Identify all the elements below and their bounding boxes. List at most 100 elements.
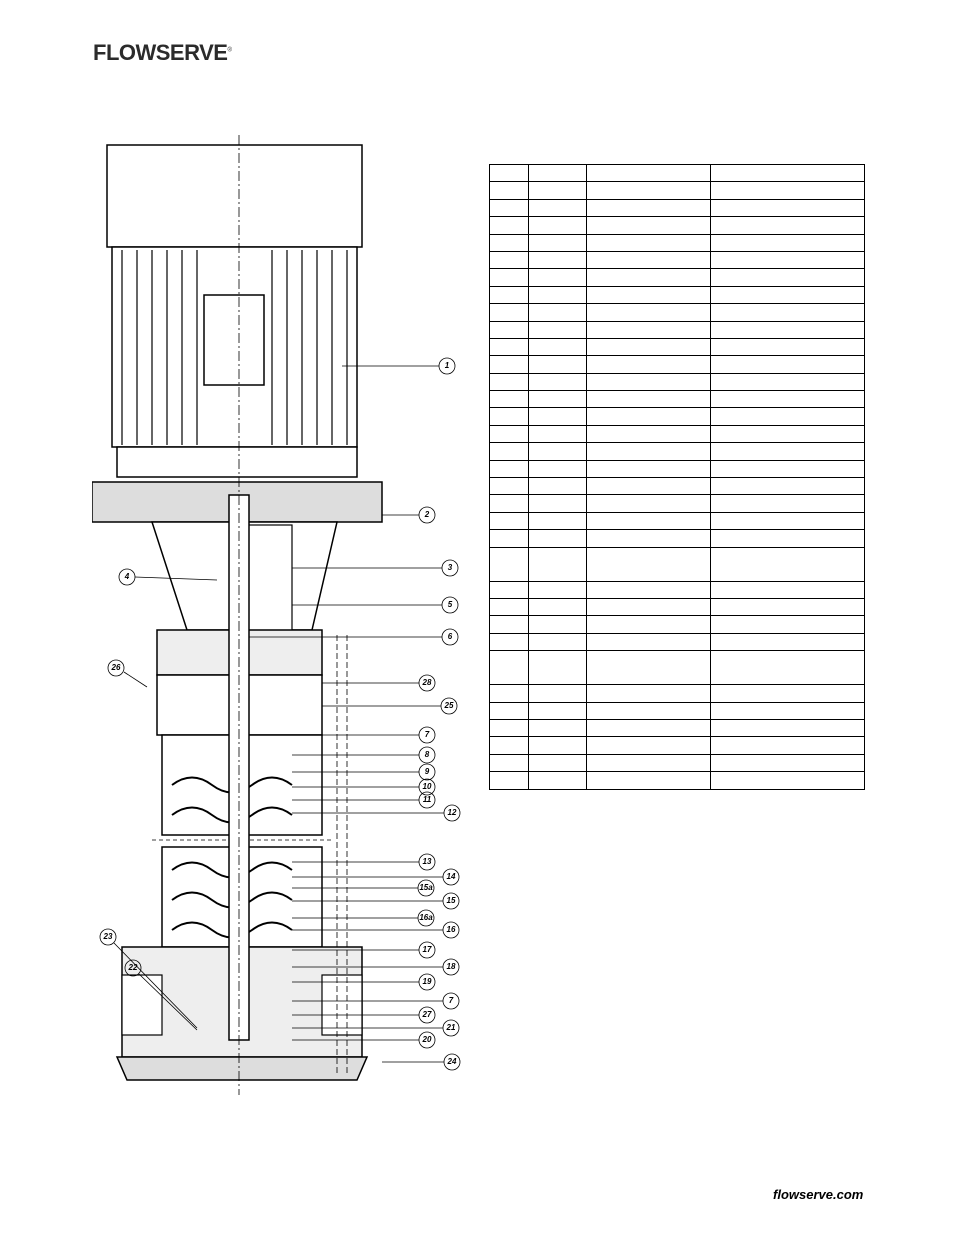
table-cell [710, 163, 865, 183]
table-cell [489, 650, 529, 686]
table-row [489, 285, 865, 305]
table-cell [489, 407, 529, 426]
table-cell [710, 684, 865, 703]
table-cell [489, 459, 529, 479]
table-cell [528, 580, 587, 599]
table-cell [586, 477, 711, 496]
table-cell [489, 701, 529, 720]
callout-1: 1 [445, 361, 450, 370]
table-cell [489, 216, 529, 235]
callout-26: 26 [111, 663, 121, 672]
table-cell [586, 684, 711, 703]
table-cell [586, 597, 711, 617]
table-cell [586, 580, 711, 599]
table-cell [489, 424, 529, 444]
table-cell [489, 442, 529, 461]
table-cell [528, 718, 587, 738]
table-cell [586, 701, 711, 720]
table-row [489, 580, 865, 599]
table-cell [489, 632, 529, 652]
table-cell [710, 250, 865, 270]
callout-3: 3 [448, 563, 453, 572]
callout-25: 25 [444, 701, 454, 710]
table-cell [710, 546, 865, 582]
table-cell [710, 580, 865, 599]
table-row [489, 442, 865, 461]
table-cell [710, 285, 865, 305]
table-cell [586, 268, 711, 287]
table-row [489, 163, 865, 183]
table-cell [586, 718, 711, 738]
table-cell [489, 477, 529, 496]
table-cell [528, 268, 587, 287]
table-cell [586, 753, 711, 773]
table-cell [710, 701, 865, 720]
table-cell [586, 736, 711, 755]
table-cell [489, 355, 529, 374]
table-cell [586, 250, 711, 270]
table-row [489, 771, 865, 790]
table-cell [710, 372, 865, 392]
table-cell [710, 320, 865, 339]
table-row [489, 529, 865, 548]
pump-sectional-drawing: 1 2 3 5 6 28 25 7 8 9 10 11 12 13 14 15a… [92, 135, 461, 1095]
table-cell [710, 268, 865, 287]
callout-21: 21 [446, 1023, 456, 1032]
table-cell [586, 442, 711, 461]
parts-list-table [489, 163, 865, 790]
callout-20: 20 [422, 1035, 432, 1044]
table-cell [528, 285, 587, 305]
table-row [489, 718, 865, 738]
callout-6: 6 [448, 632, 453, 641]
table-cell [528, 303, 587, 322]
table-row [489, 372, 865, 392]
callout-16: 16 [447, 925, 456, 934]
table-cell [586, 198, 711, 218]
table-cell [586, 494, 711, 513]
table-row [489, 181, 865, 200]
table-row [489, 337, 865, 357]
table-cell [489, 615, 529, 634]
table-cell [489, 233, 529, 252]
table-row [489, 650, 865, 686]
callout-2: 2 [424, 510, 430, 519]
table-cell [710, 753, 865, 773]
table-row [489, 198, 865, 218]
table-cell [528, 424, 587, 444]
callout-24: 24 [447, 1057, 457, 1066]
table-cell [586, 372, 711, 392]
table-cell [586, 546, 711, 582]
callout-27: 27 [422, 1010, 432, 1019]
table-cell [489, 546, 529, 582]
callout-15a: 15a [419, 883, 433, 892]
table-cell [489, 597, 529, 617]
table-cell [489, 718, 529, 738]
table-cell [528, 233, 587, 252]
table-cell [528, 459, 587, 479]
table-cell [489, 268, 529, 287]
callout-23: 23 [103, 932, 113, 941]
table-cell [489, 250, 529, 270]
table-cell [710, 771, 865, 790]
table-row [489, 216, 865, 235]
callout-8: 8 [425, 750, 430, 759]
table-cell [528, 320, 587, 339]
table-cell [710, 355, 865, 374]
table-cell [710, 494, 865, 513]
table-cell [489, 529, 529, 548]
table-cell [528, 477, 587, 496]
callout-7a: 7 [425, 730, 430, 739]
table-cell [710, 233, 865, 252]
table-cell [528, 216, 587, 235]
table-cell [489, 303, 529, 322]
table-cell [528, 355, 587, 374]
table-row [489, 597, 865, 617]
table-cell [586, 285, 711, 305]
table-cell [586, 459, 711, 479]
table-cell [586, 233, 711, 252]
table-cell [528, 198, 587, 218]
table-cell [528, 390, 587, 409]
table-cell [710, 597, 865, 617]
table-cell [489, 285, 529, 305]
table-cell [586, 320, 711, 339]
